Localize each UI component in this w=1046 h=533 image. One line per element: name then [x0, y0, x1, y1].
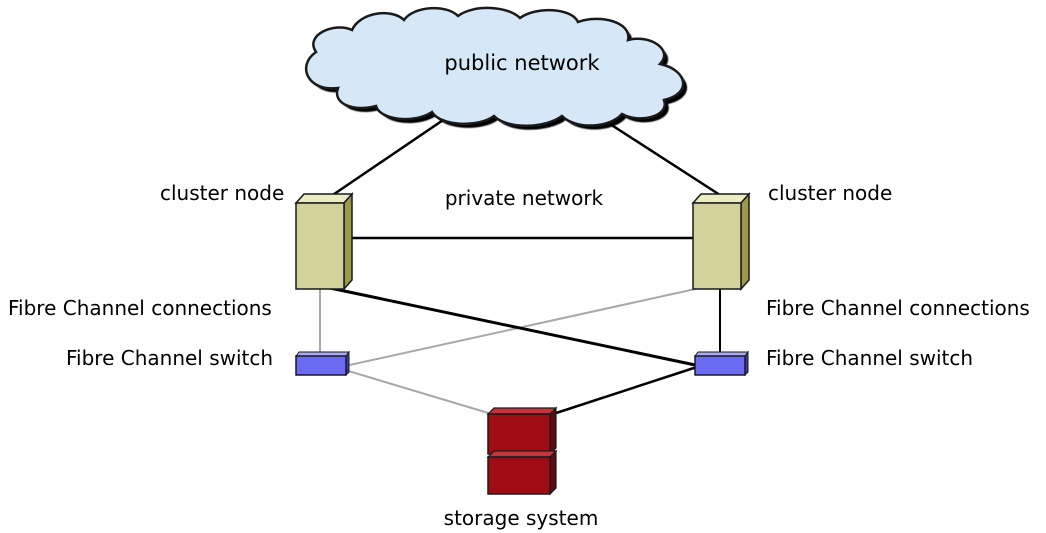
- fc-switch-right-label: Fibre Channel switch: [766, 346, 973, 370]
- server-icon: [691, 192, 751, 291]
- storage-system-label: storage system: [444, 506, 599, 530]
- public-network-label: public network: [444, 51, 600, 75]
- switch-icon: [295, 350, 350, 377]
- right-switch-to-storage: [549, 364, 701, 417]
- fc-connections-right-label: Fibre Channel connections: [766, 296, 1030, 320]
- switch-icon: [694, 350, 749, 377]
- fc-right-node-to-left-switch: [344, 287, 701, 367]
- private-network-label: private network: [445, 186, 604, 210]
- fc-left-node-to-right-switch: [329, 286, 701, 368]
- cluster-node-right-label: cluster node: [768, 181, 892, 205]
- left-switch-to-storage: [344, 369, 496, 416]
- fc-switch-left-label: Fibre Channel switch: [66, 346, 273, 370]
- cloud-icon: [305, 6, 688, 130]
- fc-connections-left-label: Fibre Channel connections: [8, 296, 272, 320]
- storage-icon: [486, 406, 558, 496]
- server-icon: [294, 192, 354, 291]
- cluster-node-left-label: cluster node: [160, 181, 284, 205]
